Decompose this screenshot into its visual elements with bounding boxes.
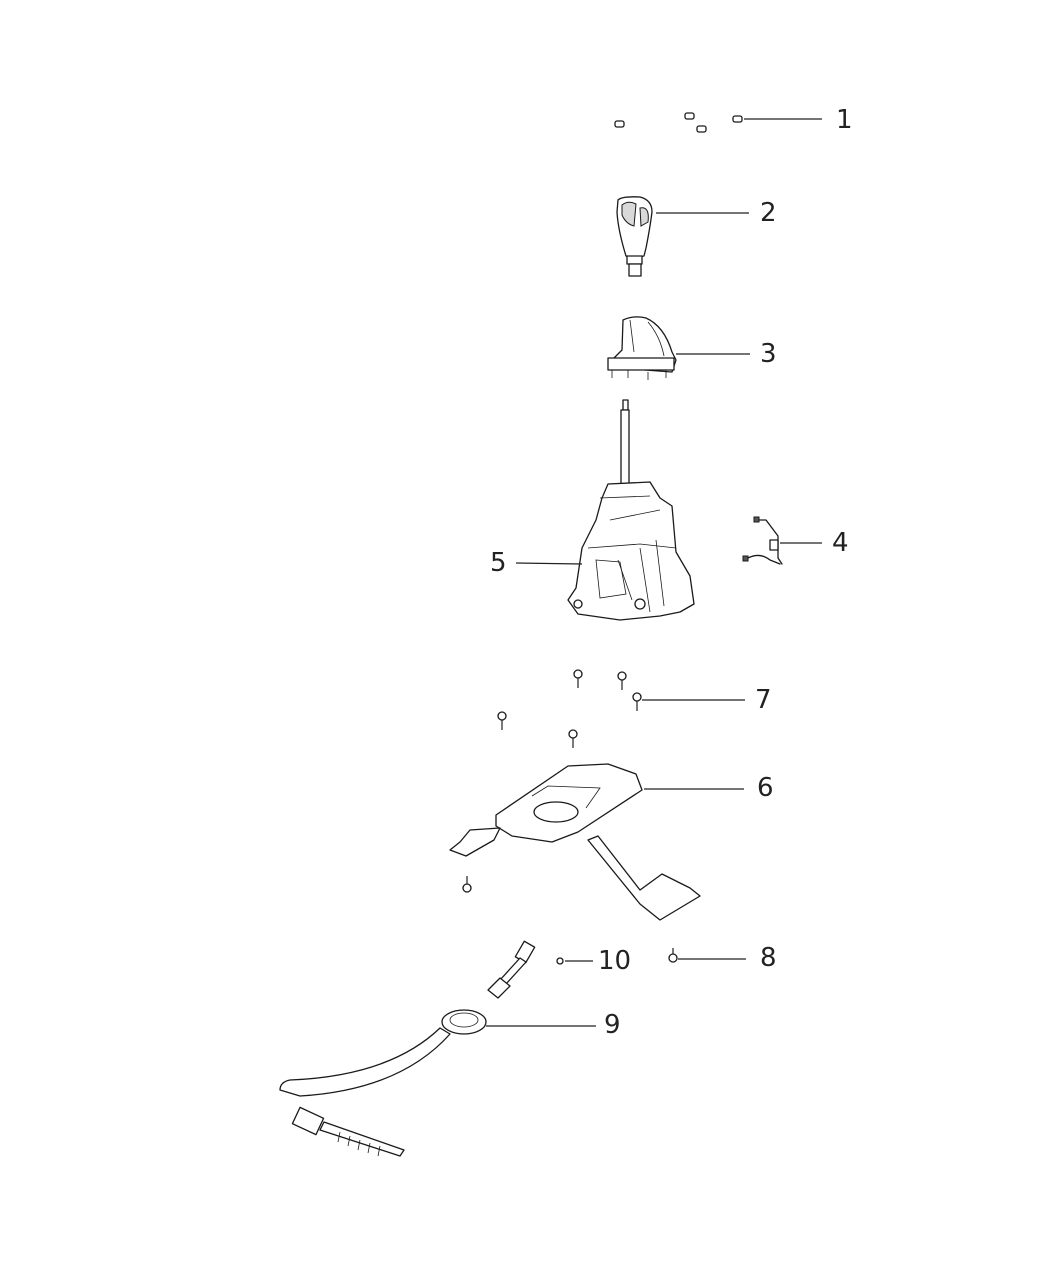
nut-icon (614, 112, 743, 133)
screw-icon (497, 669, 642, 748)
wiring-harness-icon (742, 516, 783, 565)
callout-6: 6 (757, 773, 774, 803)
callout-5: 5 (490, 548, 507, 578)
callout-2: 2 (760, 198, 777, 228)
gearshift-mechanism-icon (567, 399, 695, 621)
mounting-bracket-icon (449, 763, 701, 921)
callout-9: 9 (604, 1010, 621, 1040)
callout-10: 10 (598, 946, 632, 976)
callout-4: 4 (832, 528, 849, 558)
callout-1: 1 (836, 105, 853, 135)
shifter-bezel-icon (607, 316, 677, 380)
clip-icon (556, 957, 564, 965)
screw-icon (462, 876, 472, 893)
callout-3: 3 (760, 339, 777, 369)
callout-8: 8 (760, 943, 777, 973)
callout-7: 7 (755, 685, 772, 715)
shift-knob-icon (616, 196, 653, 277)
shift-cable-icon (279, 940, 536, 1157)
screw-icon (668, 948, 678, 963)
